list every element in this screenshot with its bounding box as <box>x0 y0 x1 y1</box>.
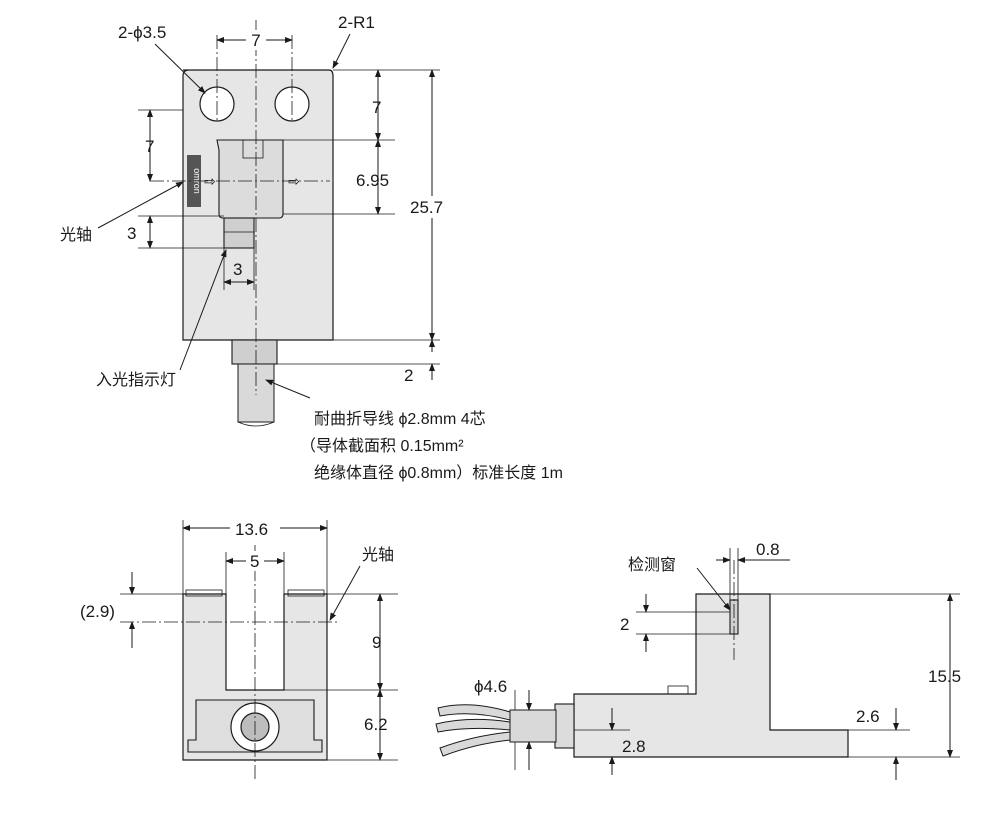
slot-notch <box>242 139 264 159</box>
dim-slot-depth: 9 <box>372 633 381 652</box>
cable-note-1: 耐曲折导线 ϕ2.8mm 4芯 <box>314 410 486 428</box>
cable-boss <box>231 339 278 365</box>
dim-cable-height: 2.8 <box>622 737 646 756</box>
led-indicator <box>223 217 255 249</box>
label-led: 入光指示灯 <box>96 371 176 389</box>
label-optical-axis-front: 光轴 <box>362 546 394 564</box>
dim-window-width: 0.8 <box>756 540 780 559</box>
label-optical-axis-top: 光轴 <box>60 226 92 244</box>
side-view: 检测窗 0.8 2 15.5 2.6 ϕ4.6 2.8 <box>435 540 961 780</box>
dim-left-7: 7 <box>145 137 154 156</box>
dim-window-height: 2 <box>620 615 629 634</box>
dim-front-width: 13.6 <box>235 520 268 539</box>
label-window: 检测窗 <box>628 556 676 574</box>
dim-cable-boss: 2 <box>404 366 413 385</box>
dim-slot-height: 6.95 <box>356 171 389 190</box>
dim-front-offset: (2.9) <box>80 602 115 621</box>
dim-total-height: 25.7 <box>410 198 443 217</box>
dim-side-base: 2.6 <box>856 707 880 726</box>
dim-slot-width: 5 <box>250 552 259 571</box>
label-corner-radius: 2-R1 <box>338 13 375 32</box>
top-view-slot <box>216 139 284 219</box>
dim-led-height: 3 <box>127 224 136 243</box>
label-hole-spec: 2-ϕ3.5 <box>118 23 166 42</box>
dim-side-total-height: 15.5 <box>928 667 961 686</box>
front-view: 13.6 5 (2.9) 9 6.2 光轴 <box>80 518 398 780</box>
cable-wires <box>437 704 511 721</box>
top-view: omron ⇨ ⇨ 7 2-ϕ3.5 2-R1 7 6.95 <box>60 13 563 482</box>
dim-hole-pitch: 7 <box>251 31 260 50</box>
side-cable <box>509 709 557 743</box>
axis-arrow-left: ⇨ <box>204 173 216 189</box>
cable-note-2: （导体截面积 0.15mm² <box>300 437 464 455</box>
dim-led-width: 3 <box>233 260 242 279</box>
dim-top-to-slot: 7 <box>372 98 381 117</box>
side-view-body <box>573 593 849 758</box>
cable-note-3: 绝缘体直径 ϕ0.8mm）标准长度 1m <box>314 464 563 482</box>
dim-cable-dia: ϕ4.6 <box>474 677 507 696</box>
dim-base-height: 6.2 <box>364 715 388 734</box>
